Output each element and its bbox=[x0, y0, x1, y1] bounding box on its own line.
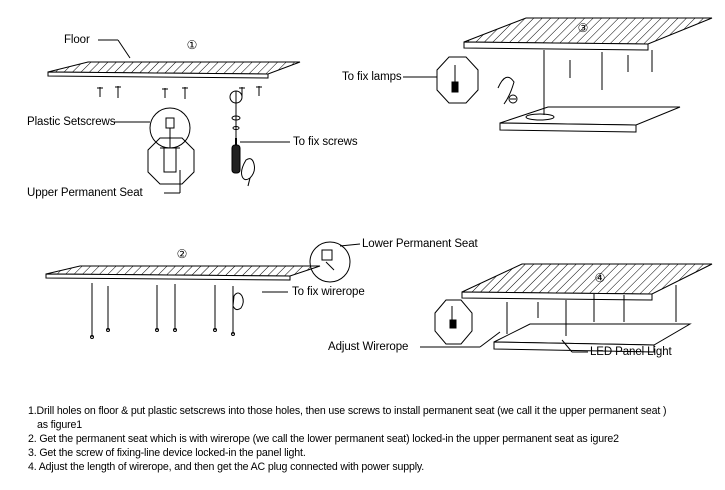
step-1-line-2: as figure1 bbox=[37, 419, 83, 431]
label-upper-permanent-seat: Upper Permanent Seat bbox=[27, 187, 143, 199]
figure-4-number: ④ bbox=[594, 271, 606, 285]
led-panel-4 bbox=[493, 323, 692, 346]
upper-seat-zoom bbox=[147, 137, 195, 185]
figure-3-number: ③ bbox=[577, 21, 589, 35]
wirerope-row bbox=[90, 283, 235, 339]
step-2: 2. Get the permanent seat which is with … bbox=[28, 433, 619, 445]
figure-3-drawing bbox=[403, 17, 713, 133]
label-floor: Floor bbox=[64, 34, 90, 46]
lower-seat-zoom-circle bbox=[309, 241, 351, 283]
label-led-panel-light: LED Panel Light bbox=[590, 346, 672, 358]
step-1-line-1: 1.Drill holes on floor & put plastic set… bbox=[28, 405, 667, 417]
hand bbox=[241, 158, 255, 181]
label-plastic-setscrews: Plastic Setscrews bbox=[27, 116, 116, 128]
figure-4-drawing bbox=[420, 263, 713, 353]
step-4: 4. Adjust the length of wirerope, and th… bbox=[28, 461, 425, 473]
label-adjust-wirerope: Adjust Wirerope bbox=[328, 341, 409, 353]
setscrew-row bbox=[97, 86, 262, 99]
figure-2-drawing bbox=[45, 241, 361, 339]
label-to-fix-lamps: To fix lamps bbox=[342, 71, 402, 83]
label-lower-permanent-seat: Lower Permanent Seat bbox=[362, 238, 478, 250]
ceiling-slab-4 bbox=[461, 263, 713, 295]
installation-steps: 1.Drill holes on floor & put plastic set… bbox=[28, 404, 722, 474]
screwdriver bbox=[231, 144, 241, 174]
step-3: 3. Get the screw of fixing-line device l… bbox=[28, 447, 306, 459]
figure-1-drawing bbox=[47, 39, 301, 194]
label-to-fix-wirerope: To fix wirerope bbox=[292, 286, 365, 298]
figure-2-number: ② bbox=[176, 247, 188, 261]
figure-1-number: ① bbox=[186, 38, 198, 52]
label-to-fix-screws: To fix screws bbox=[293, 136, 358, 148]
